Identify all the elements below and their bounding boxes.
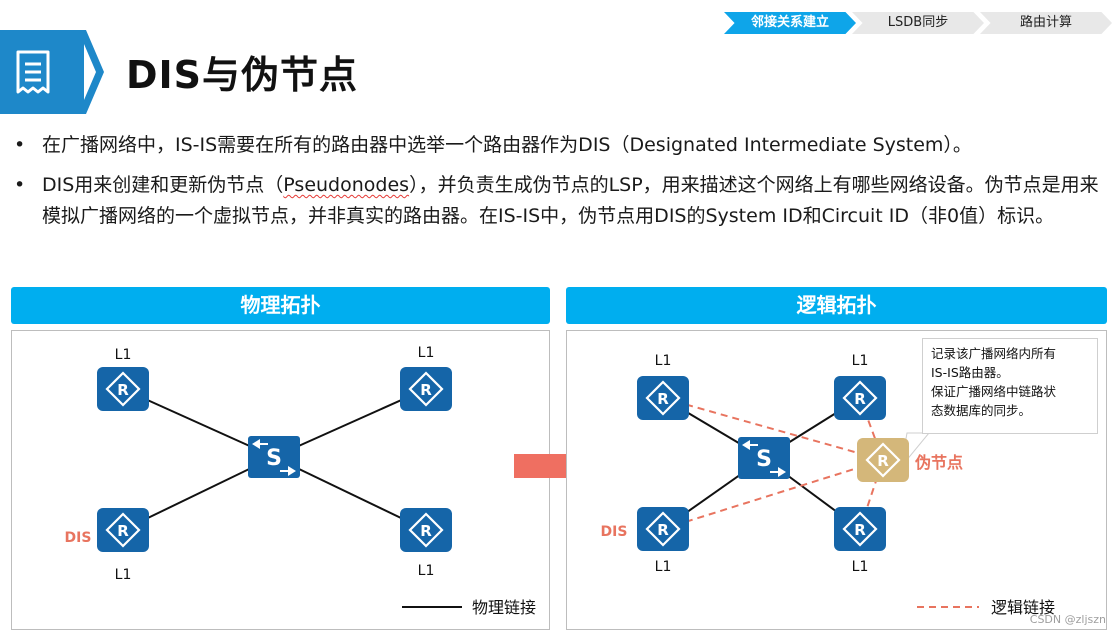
router-level-label: L1 (418, 345, 435, 361)
router-glyph: R (657, 390, 669, 408)
document-icon (16, 50, 50, 94)
router-glyph: R (117, 522, 129, 540)
callout-line: 记录该广播网络内所有 (931, 346, 1057, 361)
logical-legend-label: 逻辑链接 (991, 598, 1055, 617)
switch-icon: S (738, 437, 790, 479)
logical-link-dashed (662, 397, 884, 461)
callout-line: 保证广播网络中链路状 (931, 384, 1057, 399)
pseudonode-label: 伪节点 (914, 453, 963, 472)
router-glyph: R (420, 381, 432, 399)
dis-label: DIS (601, 524, 628, 540)
progress-nav: 邻接关系建立 LSDB同步 路由计算 (724, 12, 1112, 34)
bullet-text-pre: DIS用来创建和更新伪节点（ (42, 174, 284, 196)
watermark: CSDN @zljszn (1029, 613, 1106, 626)
physical-legend-label: 物理链接 (472, 598, 536, 617)
dis-label: DIS (65, 530, 92, 546)
bullet-marker: • (14, 134, 26, 156)
router-level-label: L1 (115, 567, 132, 583)
physical-topology-diagram: S R R R R L1 L1 L1 L1 DIS 物理链接 (65, 345, 536, 617)
router-glyph: R (420, 522, 432, 540)
bullet-text: 在广播网络中，IS-IS需要在所有的路由器中选举一个路由器作为DIS（Desig… (42, 134, 972, 156)
router-level-label: L1 (115, 347, 132, 363)
router-icon-br: R (398, 506, 454, 554)
router-glyph: R (657, 521, 669, 539)
router-icon-tl: R (95, 365, 151, 413)
callout-line: 态数据库的同步。 (931, 403, 1032, 418)
router-glyph: R (854, 521, 866, 539)
switch-glyph: S (756, 447, 772, 472)
logical-topology-header: 逻辑拓扑 (566, 287, 1107, 324)
router-level-label: L1 (852, 559, 869, 575)
switch-glyph: S (266, 446, 282, 471)
router-level-label: L1 (852, 353, 869, 369)
switch-icon: S (248, 436, 300, 478)
bullet-item-pseudonode: • DIS用来创建和更新伪节点（Pseudonodes），并负责生成伪节点的LS… (10, 170, 1112, 232)
pseudonode-callout: 记录该广播网络内所有 IS-IS路由器。 保证广播网络中链路状 态数据库的同步。 (922, 338, 1098, 434)
router-glyph: R (117, 381, 129, 399)
nav-step-adjacency[interactable]: 邻接关系建立 (724, 12, 856, 34)
router-icon-bl: R (635, 505, 691, 553)
page-title: DIS与伪节点 (126, 53, 359, 97)
logical-topology-diagram: S R R R R R 伪节点 L1 L1 L1 L1 DIS (601, 353, 1055, 617)
callout-line: IS-IS路由器。 (931, 365, 1009, 380)
logical-link-dashed (662, 459, 884, 530)
router-glyph: R (854, 390, 866, 408)
title-chevron-icon (78, 30, 104, 114)
router-icon-br: R (832, 505, 888, 553)
bullet-text-post: ），并负责生成伪节点的LSP，用来描述这个网络上有哪些网络设备。伪节点是用来模拟… (42, 174, 1099, 227)
pseudonode-icon: R (857, 438, 909, 482)
bullet-list: • 在广播网络中，IS-IS需要在所有的路由器中选举一个路由器作为DIS（Des… (10, 130, 1112, 241)
bullet-item-dis-election: • 在广播网络中，IS-IS需要在所有的路由器中选举一个路由器作为DIS（Des… (10, 130, 1112, 161)
router-level-label: L1 (418, 563, 435, 579)
title-badge (0, 30, 84, 114)
router-icon-tr: R (398, 365, 454, 413)
nav-step-route-calc[interactable]: 路由计算 (980, 12, 1112, 34)
router-icon-tl: R (635, 374, 691, 422)
router-level-label: L1 (655, 353, 672, 369)
router-glyph: R (877, 452, 889, 470)
nav-step-lsdb-sync[interactable]: LSDB同步 (852, 12, 984, 34)
router-icon-bl: R (95, 506, 151, 554)
physical-topology-panel: S R R R R L1 L1 L1 L1 DIS 物理链接 (11, 330, 550, 630)
spellcheck-word: Pseudonodes (283, 174, 410, 196)
router-level-label: L1 (655, 559, 672, 575)
bullet-marker: • (14, 174, 26, 196)
router-icon-tr: R (832, 374, 888, 422)
physical-topology-header: 物理拓扑 (11, 287, 550, 324)
